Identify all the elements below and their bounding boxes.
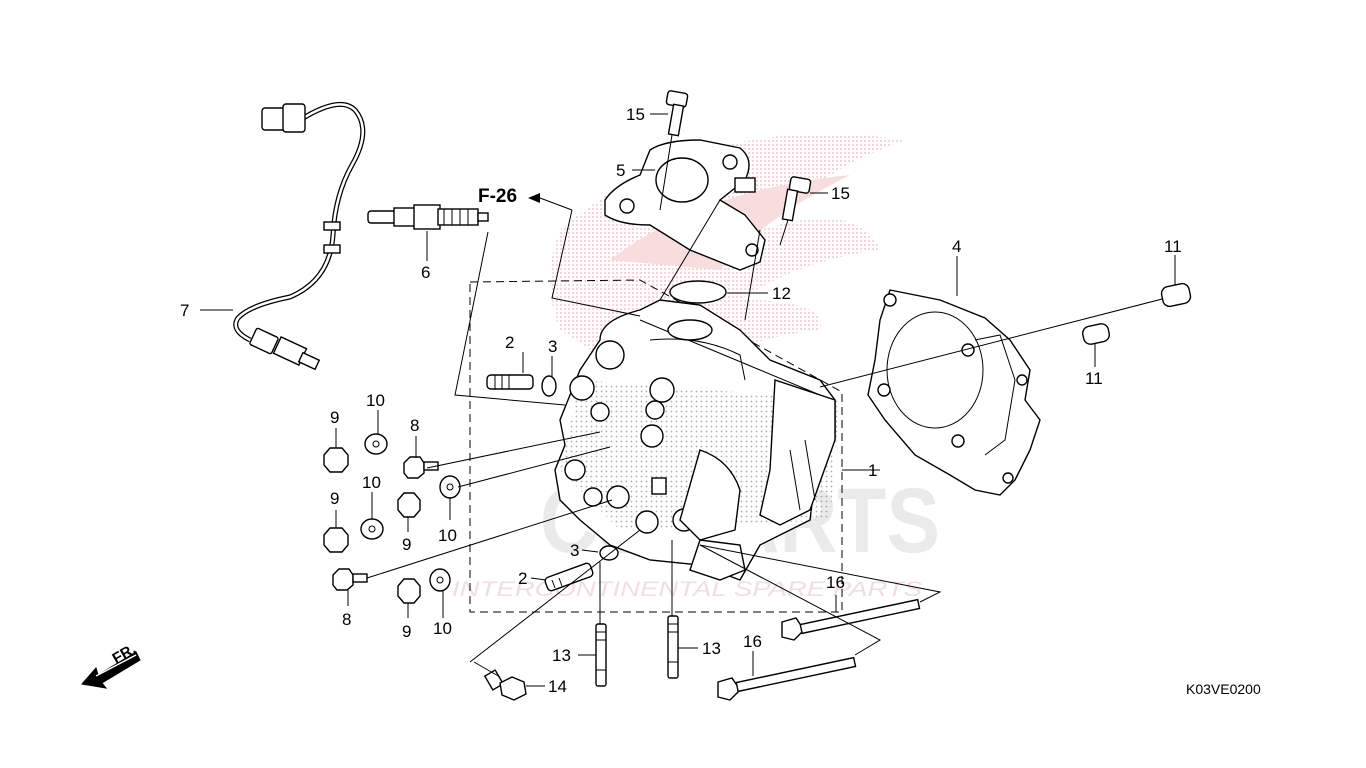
dowel-pins	[819, 282, 1192, 388]
callout-2-lower: 2	[518, 569, 527, 588]
studs	[486, 374, 594, 592]
callout-8-upper: 8	[410, 416, 419, 435]
callouts: 1 2 3 3 2 4 5 6 7 8 8 9 9 9 9 10 10 10 1…	[180, 105, 1182, 696]
callout-13-right: 13	[702, 639, 721, 658]
callout-4: 4	[952, 237, 961, 256]
bolt-14	[483, 669, 527, 701]
nuts-washers	[323, 433, 461, 604]
callout-15-right: 15	[831, 184, 850, 203]
o-ring-lower	[599, 545, 619, 561]
callout-8-lower: 8	[342, 610, 351, 629]
callout-9-c: 9	[402, 535, 411, 554]
long-bolts	[717, 598, 921, 701]
reference-label: F-26	[478, 186, 517, 207]
callout-11-top: 11	[1164, 237, 1182, 256]
callout-7: 7	[180, 301, 189, 320]
callout-3-lower: 3	[570, 541, 579, 560]
callout-15-top: 15	[626, 105, 645, 124]
callout-2-upper: 2	[505, 333, 514, 352]
callout-5: 5	[616, 161, 625, 180]
o2-sensor	[233, 101, 366, 371]
leader-lines	[200, 113, 1176, 687]
head-gasket	[867, 289, 1041, 496]
callout-12: 12	[772, 284, 791, 303]
callout-6: 6	[421, 263, 430, 282]
insulator-bolts	[659, 90, 812, 246]
callout-13-left: 13	[552, 646, 571, 665]
flange-bolts	[332, 456, 439, 591]
callout-9-b: 9	[330, 489, 339, 508]
callout-9-d: 9	[402, 622, 411, 641]
callout-10-a: 10	[366, 391, 385, 410]
long-studs	[595, 615, 679, 687]
diagram-code: K03VE0200	[1186, 681, 1261, 697]
insulator	[604, 139, 766, 271]
callout-1: 1	[868, 461, 877, 480]
callout-10-d: 10	[433, 619, 452, 638]
callout-11-bottom: 11	[1085, 369, 1103, 388]
callout-16-upper: 16	[826, 573, 845, 592]
callout-10-c: 10	[438, 526, 457, 545]
spark-plug	[367, 204, 489, 230]
o-ring-upper	[541, 375, 557, 397]
front-indicator: FR.	[81, 641, 141, 689]
callout-14: 14	[548, 677, 567, 696]
callout-9-a: 9	[330, 408, 339, 427]
callout-10-b: 10	[362, 473, 381, 492]
o-ring-gasket	[669, 280, 727, 304]
reference-arrow	[528, 193, 540, 203]
callout-3-upper: 3	[548, 337, 557, 356]
cylinder-head	[554, 299, 840, 581]
callout-16-lower: 16	[743, 632, 762, 651]
assembly-outline	[469, 279, 843, 613]
